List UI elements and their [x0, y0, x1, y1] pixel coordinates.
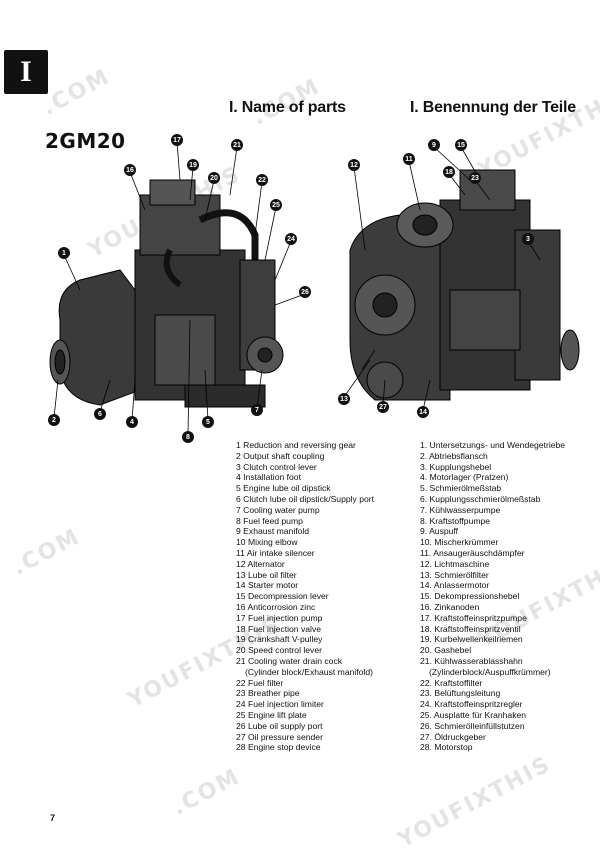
list-item: 6. Kupplungsschmierölmeßstab	[420, 493, 541, 504]
list-item: 13. Schmierölfilter	[420, 569, 489, 580]
list-item: 8. Kraftstoffpumpe	[420, 515, 491, 526]
list-item: 5. Schmierölmeßstab	[420, 483, 502, 494]
list-item: 8 Fuel feed pump	[236, 515, 303, 526]
callout-marker: 16	[124, 164, 136, 176]
callout-marker: 20	[208, 172, 220, 184]
list-item: 21. Kühlwasserablasshahn	[420, 655, 523, 666]
list-item: 2. Abtriebsflansch	[420, 450, 488, 461]
list-item: 2 Output shaft coupling	[236, 450, 325, 461]
callout-marker: 3	[522, 233, 534, 245]
list-item: 26. Schmierölleinfüllstutzen	[420, 720, 525, 731]
callout-marker: 26	[299, 286, 311, 298]
list-item: 15 Decompression lever	[236, 591, 329, 602]
list-item: 12. Lichtmaschine	[420, 558, 490, 569]
list-item: 18 Fuel injection valve	[236, 623, 322, 634]
list-item: 13 Lube oil filter	[236, 569, 297, 580]
callout-marker: 21	[231, 139, 243, 151]
list-item: 25. Ausplatte für Kranhaken	[420, 709, 527, 720]
list-item: 15. Dekompressionshebel	[420, 591, 520, 602]
list-item: 23. Belüftungsleitung	[420, 688, 501, 699]
list-item: 9. Auspuff	[420, 526, 459, 537]
watermark: .COM	[38, 64, 115, 121]
list-item: 24. Kraftstoffeinspritzregler	[420, 699, 523, 710]
list-item: 19 Crankshaft V-pulley	[236, 634, 323, 645]
list-item: 20. Gashebel	[420, 645, 472, 656]
callout-marker: 5	[202, 416, 214, 428]
callout-marker: 17	[171, 134, 183, 146]
callout-marker: 11	[403, 153, 415, 165]
callout-marker: 15	[455, 139, 467, 151]
list-item: 20 Speed control lever	[236, 645, 322, 656]
list-item: 28. Motorstop	[420, 742, 473, 753]
list-item: 21 Cooling water drain cock	[236, 655, 343, 666]
page-title-en: I. Name of parts	[229, 99, 346, 116]
watermark: .COM	[168, 764, 245, 821]
list-item: 10. Mischerkrümmer	[420, 537, 499, 548]
callout-marker: 14	[417, 406, 429, 418]
list-item: 7. Kühlwasserpumpe	[420, 504, 501, 515]
callout-marker: 12	[348, 159, 360, 171]
list-item: (Zylinderblock/Auspuffkrümmer)	[429, 666, 551, 677]
callout-marker: 19	[187, 159, 199, 171]
engine-drawing-left	[49, 141, 306, 436]
model-label: 2GM20	[45, 129, 126, 153]
callout-marker: 6	[94, 408, 106, 420]
callout-marker: 13	[338, 393, 350, 405]
list-item: 11 Air intake silencer	[236, 547, 315, 558]
list-item: 12 Alternator	[236, 558, 285, 569]
callout-marker: 18	[443, 166, 455, 178]
list-item: 9 Exhaust manifold	[236, 526, 310, 537]
list-item: 26 Lube oil supply port	[236, 720, 323, 731]
list-item: 14. Anlassermotor	[420, 580, 490, 591]
list-item: 6 Clutch lube oil dipstick/Supply port	[236, 493, 375, 504]
page-title-de: I. Benennung der Teile	[410, 99, 576, 116]
list-item: 3 Clutch control lever	[236, 461, 317, 472]
callout-marker: 8	[182, 431, 194, 443]
callout-marker: 27	[377, 401, 389, 413]
list-item: 17. Kraftstoffeinspritzpumpe	[420, 612, 527, 623]
callout-marker: 23	[469, 172, 481, 184]
callout-marker: 22	[256, 174, 268, 186]
callout-marker: 9	[428, 139, 440, 151]
callout-marker: 4	[126, 416, 138, 428]
list-item: 4. Motorlager (Pratzen)	[420, 472, 509, 483]
page-number: 7	[50, 813, 56, 823]
list-item: 16 Anticorrosion zinc	[236, 601, 316, 612]
list-item: 10 Mixing elbow	[236, 537, 298, 548]
list-item: 25 Engine lift plate	[236, 709, 307, 720]
list-item: 1. Untersetzungs- und Wendegetriebe	[420, 440, 566, 450]
list-item: 5 Engine lube oil dipstick	[236, 483, 331, 494]
list-item: 18. Kraftstoffeinspritzventil	[420, 623, 521, 634]
list-item: 22. Kraftstoffilter	[420, 677, 483, 688]
list-item: 19. Kurbelwellenkeilriemen	[420, 634, 523, 645]
list-item: 27. Öldruckgeber	[420, 731, 486, 742]
list-item: 24 Fuel injection limiter	[236, 699, 324, 710]
list-item: 22 Fuel filter	[236, 677, 284, 688]
callout-marker: 7	[251, 404, 263, 416]
callout-marker: 24	[285, 233, 297, 245]
watermark: YOUFIXTHIS	[394, 751, 556, 853]
list-item: 1 Reduction and reversing gear	[236, 440, 356, 450]
engine-drawing-right	[343, 146, 580, 411]
callout-marker: 1	[58, 247, 70, 259]
list-item: 27 Oil pressure sender	[236, 731, 323, 742]
list-item: 16. Zinkanoden	[420, 601, 480, 612]
list-item: 11. Ansaugeräuschdämpfer	[420, 547, 525, 558]
list-item: 28 Engine stop device	[236, 742, 321, 753]
list-item: 7 Cooling water pump	[236, 504, 320, 515]
section-tab: I	[4, 50, 48, 94]
list-item: 14 Starter motor	[236, 580, 299, 591]
engine-illustration-rear: 3 9 11 12 13 14 15 18 23 27	[330, 139, 595, 440]
list-item: (Cylinder block/Exhaust manifold)	[245, 666, 374, 677]
list-item: 23 Breather pipe	[236, 688, 300, 699]
list-item: 4 Installation foot	[236, 472, 301, 483]
callout-marker: 25	[270, 199, 282, 211]
watermark: .COM	[8, 524, 85, 581]
list-item: 3. Kupplungshebel	[420, 461, 492, 472]
callout-marker: 2	[48, 414, 60, 426]
list-item: 17 Fuel injection pump	[236, 612, 323, 623]
